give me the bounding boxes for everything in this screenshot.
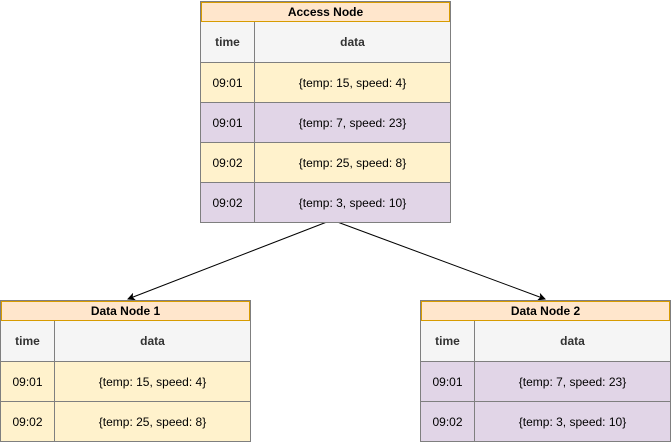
time-cell: 09:01 bbox=[201, 63, 255, 102]
table-row: 09:01 {temp: 15, speed: 4} bbox=[1, 361, 250, 401]
table-row: 09:02 {temp: 25, speed: 8} bbox=[201, 142, 450, 182]
table-row: 09:02 {temp: 3, speed: 10} bbox=[201, 182, 450, 222]
data-header: data bbox=[340, 35, 365, 49]
data-cell: {temp: 3, speed: 10} bbox=[298, 195, 407, 210]
data-node-2-title: Data Node 2 bbox=[421, 301, 670, 321]
table-header-row: time data bbox=[201, 22, 450, 62]
table-row: 09:01 {temp: 7, speed: 23} bbox=[421, 361, 670, 401]
data-node-1-table: Data Node 1 time data 09:01 {temp: 15, s… bbox=[0, 300, 251, 442]
data-cell: {temp: 15, speed: 4} bbox=[98, 374, 207, 389]
table-row: 09:01 {temp: 7, speed: 23} bbox=[201, 102, 450, 142]
time-cell: 09:01 bbox=[1, 362, 55, 401]
table-row: 09:02 {temp: 3, speed: 10} bbox=[421, 401, 670, 441]
time-cell: 09:02 bbox=[1, 402, 55, 441]
table-header-row: time data bbox=[421, 321, 670, 361]
data-cell: {temp: 7, speed: 23} bbox=[298, 115, 407, 130]
data-header: data bbox=[140, 334, 165, 348]
data-cell: {temp: 3, speed: 10} bbox=[518, 414, 627, 429]
data-cell: {temp: 15, speed: 4} bbox=[298, 75, 407, 90]
time-header: time bbox=[201, 22, 255, 62]
data-node-1-title: Data Node 1 bbox=[1, 301, 250, 321]
table-header-row: time data bbox=[1, 321, 250, 361]
time-cell: 09:02 bbox=[201, 143, 255, 182]
access-node-table: Access Node time data 09:01 {temp: 15, s… bbox=[200, 1, 451, 223]
arrow-to-data-node-2 bbox=[331, 219, 546, 301]
time-header: time bbox=[1, 321, 55, 361]
arrow-to-data-node-1 bbox=[127, 219, 333, 301]
data-header: data bbox=[560, 334, 585, 348]
data-cell: {temp: 25, speed: 8} bbox=[98, 414, 207, 429]
data-cell: {temp: 25, speed: 8} bbox=[298, 155, 407, 170]
time-header: time bbox=[421, 321, 475, 361]
data-cell: {temp: 7, speed: 23} bbox=[518, 374, 627, 389]
table-row: 09:01 {temp: 15, speed: 4} bbox=[201, 62, 450, 102]
time-cell: 09:01 bbox=[421, 362, 475, 401]
time-cell: 09:02 bbox=[201, 183, 255, 222]
time-cell: 09:01 bbox=[201, 103, 255, 142]
access-node-title: Access Node bbox=[201, 2, 450, 22]
data-node-2-table: Data Node 2 time data 09:01 {temp: 7, sp… bbox=[420, 300, 671, 442]
table-row: 09:02 {temp: 25, speed: 8} bbox=[1, 401, 250, 441]
time-cell: 09:02 bbox=[421, 402, 475, 441]
